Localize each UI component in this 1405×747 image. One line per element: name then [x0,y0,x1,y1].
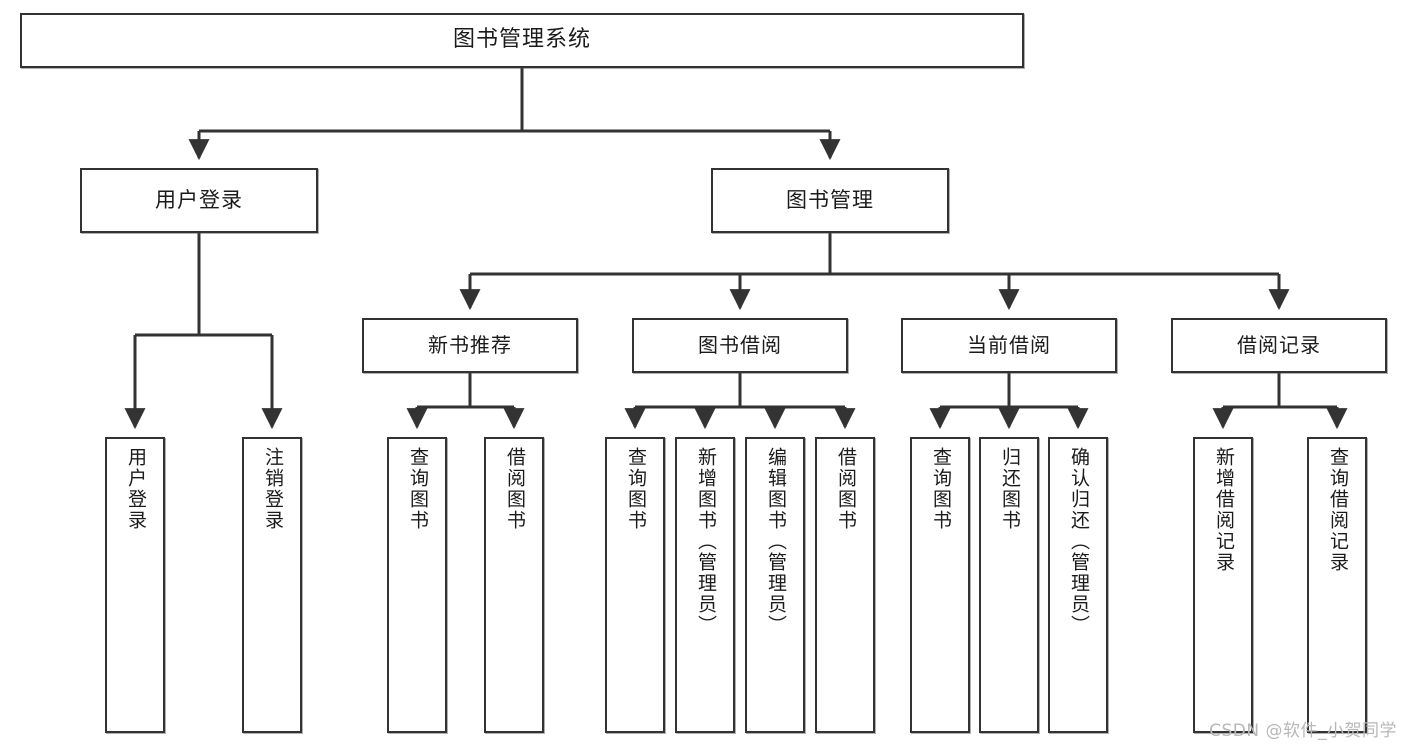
node-label: 借阅图书 [834,447,857,531]
node-label: 确认归还（管理员） [1067,447,1090,636]
node-label: 查询图书 [929,447,952,531]
node-leaf-add-book-admin[interactable]: 新增图书（管理员） [675,437,735,733]
node-label: 用户登录 [155,187,243,212]
node-label: 图书管理 [786,187,874,212]
node-label: 图书借阅 [698,333,782,358]
node-current-borrowing[interactable]: 当前借阅 [901,318,1117,373]
node-leaf-borrow-books-recommendation[interactable]: 借阅图书 [484,437,544,733]
node-leaf-return-books[interactable]: 归还图书 [979,437,1039,733]
node-leaf-add-borrow-record[interactable]: 新增借阅记录 [1193,437,1253,733]
node-label: 新增借阅记录 [1212,447,1235,573]
node-leaf-query-books-borrowing[interactable]: 查询图书 [605,437,665,733]
node-leaf-logout[interactable]: 注销登录 [242,437,302,733]
node-label: 借阅图书 [503,447,526,531]
node-leaf-confirm-return-admin[interactable]: 确认归还（管理员） [1048,437,1108,733]
node-label: 查询图书 [406,447,429,531]
watermark: CSDN @软件_小贺同学 [1209,721,1397,741]
node-label: 图书管理系统 [452,27,591,53]
node-root-book-management-system[interactable]: 图书管理系统 [20,13,1024,68]
node-label: 当前借阅 [967,333,1051,358]
node-label: 查询借阅记录 [1326,447,1349,573]
node-label: 编辑图书（管理员） [764,447,787,636]
node-label: 新书推荐 [428,333,512,358]
node-leaf-query-books-recommendation[interactable]: 查询图书 [387,437,447,733]
node-label: 归还图书 [998,447,1021,531]
node-leaf-query-borrow-record[interactable]: 查询借阅记录 [1307,437,1367,733]
node-label: 借阅记录 [1237,333,1321,358]
node-label: 用户登录 [124,447,147,531]
node-label: 注销登录 [261,447,284,531]
node-label: 新增图书（管理员） [694,447,717,636]
node-leaf-user-login[interactable]: 用户登录 [105,437,165,733]
node-new-book-recommendation[interactable]: 新书推荐 [362,318,578,373]
node-leaf-query-books-current[interactable]: 查询图书 [910,437,970,733]
node-book-management[interactable]: 图书管理 [711,168,949,233]
node-leaf-borrow-books-borrowing[interactable]: 借阅图书 [815,437,875,733]
node-label: 查询图书 [624,447,647,531]
node-user-login[interactable]: 用户登录 [80,168,318,233]
node-borrowing-records[interactable]: 借阅记录 [1171,318,1387,373]
node-leaf-edit-book-admin[interactable]: 编辑图书（管理员） [745,437,805,733]
node-book-borrowing[interactable]: 图书借阅 [632,318,848,373]
